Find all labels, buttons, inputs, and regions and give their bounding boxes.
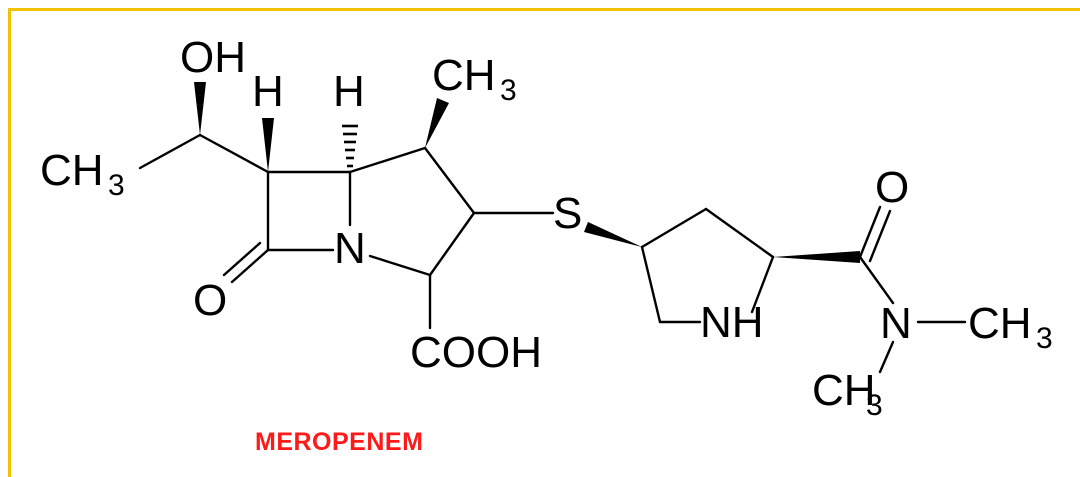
stereo-wedges xyxy=(194,82,860,263)
hydroxyl-label: OH xyxy=(180,33,246,82)
methyl-right-label: CH xyxy=(968,299,1032,348)
methyl-left-subscript: 3 xyxy=(108,169,125,202)
hydrogen-left-label: H xyxy=(252,67,284,116)
methyl-bottom-subscript: 3 xyxy=(866,389,883,422)
amide-oxygen-label: O xyxy=(875,163,909,212)
amide-nitrogen-label: N xyxy=(880,299,912,348)
ring-nitrogen-label: N xyxy=(334,224,366,273)
atom-labels: OH H H CH 3 CH 3 N O COOH S O NH N CH 3 … xyxy=(40,33,1053,422)
bond-lines xyxy=(138,133,967,374)
methyl-top-label: CH xyxy=(432,51,496,100)
methyl-left-label: CH xyxy=(40,146,104,195)
carboxyl-label: COOH xyxy=(410,328,542,377)
sulfur-label: S xyxy=(553,189,582,238)
compound-name-caption: MEROPENEM xyxy=(255,428,424,456)
methyl-top-subscript: 3 xyxy=(500,74,517,107)
frame-border-top xyxy=(8,8,1080,11)
hydrogen-right-label: H xyxy=(333,67,365,116)
methyl-bottom-label: CH xyxy=(812,366,876,415)
lactam-oxygen-label: O xyxy=(193,276,227,325)
pyrrolidine-nh-label: NH xyxy=(700,298,764,347)
frame-border-left xyxy=(8,8,11,477)
methyl-right-subscript: 3 xyxy=(1036,322,1053,355)
